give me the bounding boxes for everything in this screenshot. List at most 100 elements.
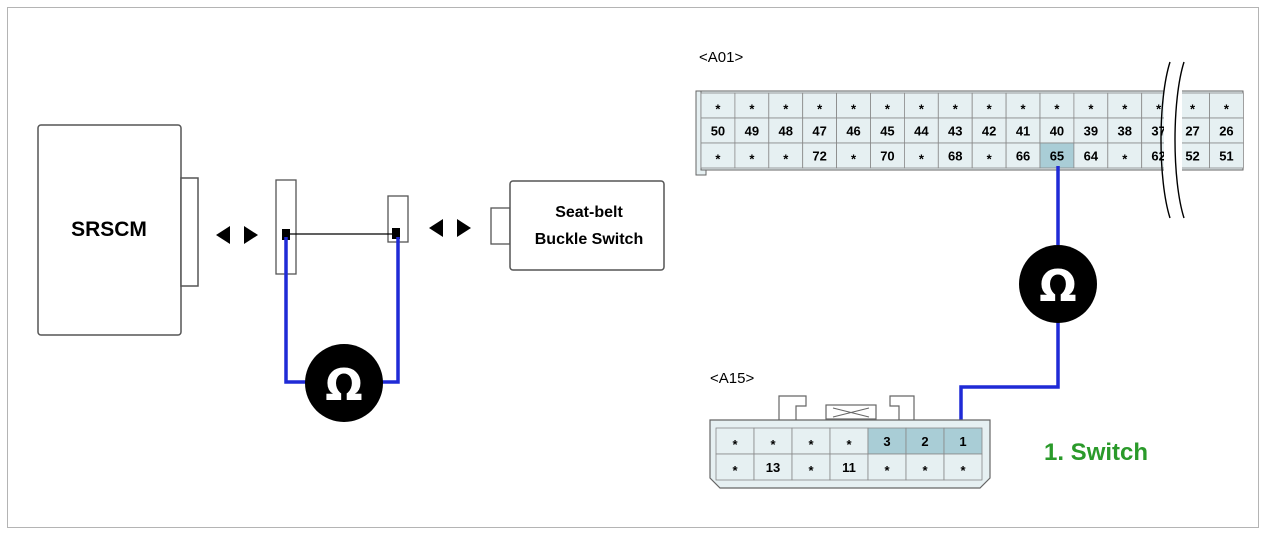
a01-pin-cell (971, 117, 1007, 144)
a01-pin: 46 (846, 124, 860, 139)
a01-label: <A01> (699, 49, 743, 66)
a01-pin: 43 (948, 124, 962, 139)
switch-caption: 1. Switch (1044, 439, 1148, 466)
ohm-symbol-left: Ω (325, 360, 362, 411)
a01-pin-cell (971, 92, 1007, 119)
a01-pin-cell (937, 142, 973, 169)
srscm-label: SRSCM (71, 218, 147, 241)
a01-pin: 39 (1084, 124, 1098, 139)
a15-pin-cell (943, 453, 983, 481)
a15-pin: * (922, 463, 928, 478)
a01-pin-cell (802, 117, 838, 144)
a01-pin: * (1224, 102, 1230, 117)
a15-pin: * (808, 437, 814, 452)
connector-break-marks (1160, 60, 1185, 220)
a01-pin: * (851, 152, 857, 167)
a15-label: <A15> (710, 370, 754, 387)
a01-pin: * (749, 152, 755, 167)
a01-pin: 49 (745, 124, 759, 139)
a01-pin: 37 (1151, 124, 1165, 139)
a01-pin-cell (1107, 92, 1143, 119)
ohm-symbol-right: Ω (1039, 261, 1076, 312)
a01-pin-cell (870, 142, 905, 169)
a01-pin: * (715, 152, 721, 167)
a01-pin: * (885, 102, 891, 117)
a15-pin-cell (905, 453, 945, 481)
a15-pin: * (732, 463, 738, 478)
a01-pin: * (749, 102, 755, 117)
a15-pin: 11 (842, 460, 856, 475)
a01-pin: * (1156, 102, 1162, 117)
a01-pin-cell (1005, 92, 1041, 119)
a15-pin-cell (791, 453, 831, 481)
a01-pin-cell (904, 142, 939, 169)
a15-pin-cell (867, 427, 907, 455)
a15-pin-cell (715, 427, 755, 455)
a01-pin: 52 (1185, 149, 1199, 164)
a01-pin: 42 (982, 124, 996, 139)
a01-pin: 47 (812, 124, 826, 139)
connector-right-pin (392, 228, 400, 239)
a01-pin: * (953, 102, 959, 117)
a15-pin: * (846, 437, 852, 452)
connector-left-pin (282, 229, 290, 240)
a01-pin: 50 (711, 124, 725, 139)
buckle-label-line2: Buckle Switch (535, 231, 643, 248)
ohmmeter-icon: Ω (1019, 245, 1097, 323)
double-arrow-icon (216, 226, 258, 244)
a01-pin-cell (1073, 117, 1109, 144)
a01-pin: 40 (1050, 124, 1064, 139)
a01-pin: 68 (948, 149, 962, 164)
a15-pin: * (770, 437, 776, 452)
buckle-label-line1: Seat-belt (555, 204, 623, 221)
a15-pin-cell (791, 427, 831, 455)
a01-pin: 72 (812, 149, 826, 164)
probe-wire-a15 (959, 322, 1060, 430)
a01-pin: * (817, 102, 823, 117)
a01-pin-cell (1039, 117, 1075, 144)
a01-pin: 45 (880, 124, 894, 139)
buckle-switch-component: Seat-belt Buckle Switch (490, 180, 665, 271)
a01-pin-cell (700, 142, 736, 169)
a15-pin: 2 (921, 434, 928, 449)
a01-pin: * (1122, 152, 1128, 167)
a15-pin-cell (905, 427, 945, 455)
a01-pin: 48 (779, 124, 793, 139)
a01-pin: * (987, 102, 993, 117)
a01-pin: 27 (1185, 124, 1199, 139)
a01-pin-cell (1039, 92, 1075, 119)
a15-pin: 3 (883, 434, 890, 449)
double-arrow-icon (429, 219, 471, 237)
a15-pin-cell (829, 453, 869, 481)
a01-pin: * (919, 102, 925, 117)
a01-pin: * (987, 152, 993, 167)
a01-pin-cell (904, 117, 939, 144)
a15-pin-cell (867, 453, 907, 481)
a01-pin: 62 (1151, 149, 1165, 164)
a01-pin-cell (802, 142, 838, 169)
a15-pin: 13 (766, 460, 780, 475)
a01-pin: 44 (914, 124, 929, 139)
a01-pin: * (1021, 102, 1027, 117)
a01-pin: * (1190, 102, 1196, 117)
a15-pin: 1 (959, 434, 966, 449)
a01-pin-cell (1209, 117, 1244, 144)
a01-pin: 51 (1219, 149, 1233, 164)
a01-pin-cell (1107, 142, 1143, 169)
a01-pin-cell (1073, 92, 1109, 119)
srscm-module: SRSCM (37, 124, 199, 336)
a01-pin: 70 (880, 149, 894, 164)
a01-pin-cell (1005, 117, 1041, 144)
a01-pin: * (1088, 102, 1094, 117)
ohmmeter-icon: Ω (305, 344, 383, 422)
probe-wire-right (376, 237, 400, 384)
a01-pin: * (1054, 102, 1060, 117)
a01-pin: 26 (1219, 124, 1233, 139)
a01-pin: * (783, 102, 789, 117)
a01-pin-cell (1209, 142, 1244, 169)
a01-pin: 65 (1050, 149, 1064, 164)
a01-pin: 66 (1016, 149, 1030, 164)
a01-pin: * (851, 102, 857, 117)
